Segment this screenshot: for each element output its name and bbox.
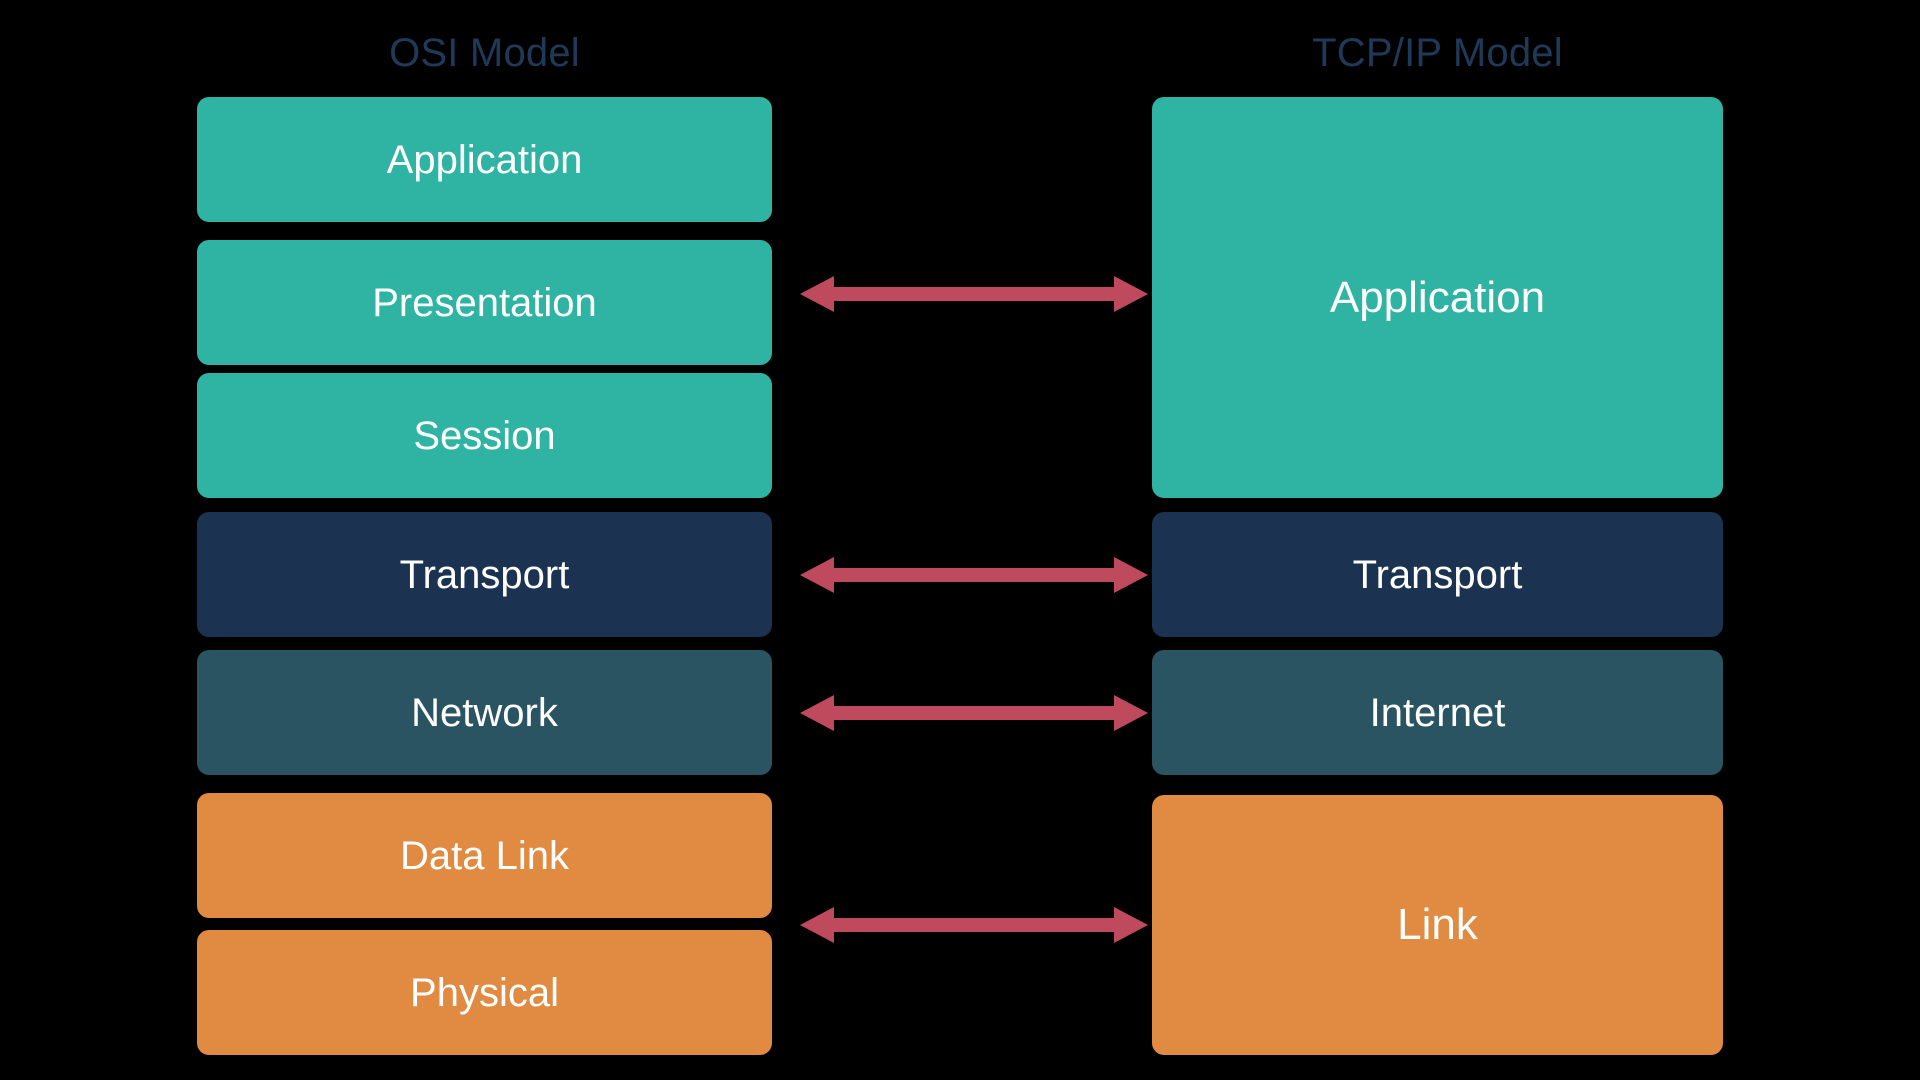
osi-layer-network[interactable]: Network xyxy=(197,650,772,775)
tcpip-layer-internet[interactable]: Internet xyxy=(1152,650,1723,775)
osi-layer-presentation-label: Presentation xyxy=(372,280,597,325)
osi-layer-session[interactable]: Session xyxy=(197,373,772,498)
mapping-arrow-datalink-link xyxy=(800,903,1148,947)
osi-layer-presentation[interactable]: Presentation xyxy=(197,240,772,365)
tcpip-layer-link-label: Link xyxy=(1397,900,1478,949)
osi-layer-transport-label: Transport xyxy=(399,552,570,597)
tcpip-layer-internet-label: Internet xyxy=(1369,690,1506,735)
mapping-arrow-transport-transport xyxy=(800,553,1148,597)
osi-layer-data-link[interactable]: Data Link xyxy=(197,793,772,918)
tcpip-layer-application[interactable]: Application xyxy=(1152,97,1723,498)
osi-layer-network-label: Network xyxy=(411,690,558,735)
column-title-osi: OSI Model xyxy=(389,31,580,75)
osi-layer-physical[interactable]: Physical xyxy=(197,930,772,1055)
osi-layer-physical-label: Physical xyxy=(410,970,559,1015)
tcpip-layer-link[interactable]: Link xyxy=(1152,795,1723,1055)
osi-layer-data-link-label: Data Link xyxy=(400,833,569,878)
osi-layer-session-label: Session xyxy=(413,413,556,458)
column-title-tcpip: TCP/IP Model xyxy=(1312,31,1563,75)
tcpip-layer-transport[interactable]: Transport xyxy=(1152,512,1723,637)
tcpip-layer-transport-label: Transport xyxy=(1352,552,1523,597)
mapping-arrow-network-internet xyxy=(800,691,1148,735)
osi-layer-application[interactable]: Application xyxy=(197,97,772,222)
mapping-arrow-presentation-application xyxy=(800,272,1148,316)
osi-layer-transport[interactable]: Transport xyxy=(197,512,772,637)
tcpip-layer-application-label: Application xyxy=(1329,272,1546,322)
osi-layer-application-label: Application xyxy=(386,137,583,182)
